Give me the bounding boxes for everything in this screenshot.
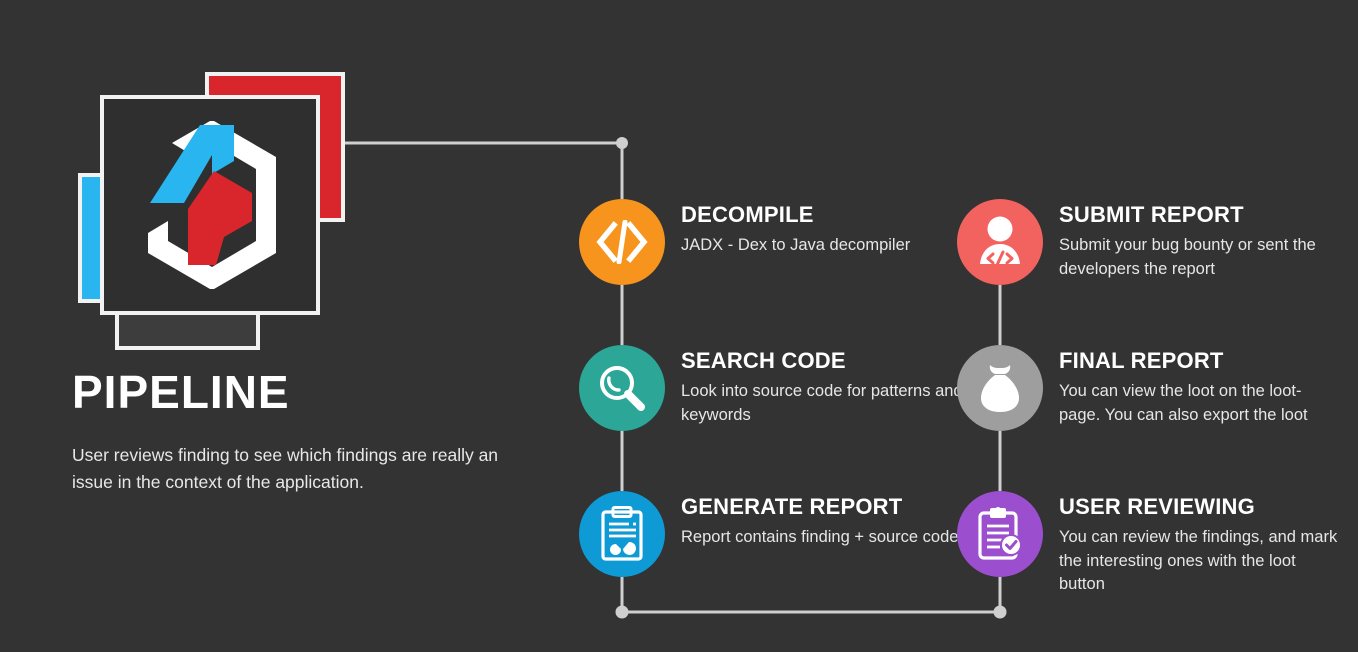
step-submit-report-title: SUBMIT REPORT — [1059, 202, 1244, 227]
headline-block: PIPELINE User reviews finding to see whi… — [72, 368, 542, 495]
step-generate-report[interactable]: GENERATE REPORT Report contains finding … — [579, 491, 981, 577]
connector-dot-bottom-left — [615, 605, 629, 619]
step-submit-report-desc: Submit your bug bounty or sent the devel… — [1059, 236, 1316, 278]
logo-card-main — [100, 95, 320, 315]
logo-card-stack — [60, 60, 360, 350]
step-generate-report-bubble[interactable] — [579, 491, 665, 577]
step-decompile-text: DECOMPILE JADX - Dex to Java decompiler — [681, 199, 981, 258]
step-user-reviewing-bubble[interactable] — [957, 491, 1043, 577]
step-search-code-bubble[interactable] — [579, 345, 665, 431]
page-description: User reviews finding to see which findin… — [72, 445, 499, 492]
step-generate-report-text: GENERATE REPORT Report contains finding … — [681, 491, 981, 550]
step-user-reviewing-text: USER REVIEWING You can review the findin… — [1059, 491, 1339, 596]
step-submit-report-bubble[interactable] — [957, 199, 1043, 285]
page-title: PIPELINE — [72, 366, 290, 418]
step-final-report-text: FINAL REPORT You can view the loot on th… — [1059, 345, 1339, 427]
connector-dot-bottom-right — [993, 605, 1007, 619]
step-submit-report[interactable]: SUBMIT REPORT Submit your bug bounty or … — [957, 199, 1339, 285]
step-search-code-text: SEARCH CODE Look into source code for pa… — [681, 345, 981, 427]
connector-dot-top — [616, 137, 628, 149]
code-brackets-icon — [596, 220, 648, 264]
clipboard-chart-icon — [601, 506, 643, 561]
user-code-icon — [980, 216, 1020, 267]
step-decompile[interactable]: DECOMPILE JADX - Dex to Java decompiler — [579, 199, 981, 285]
logo-card-grey — [115, 310, 260, 350]
step-search-code-desc: Look into source code for patterns and k… — [681, 382, 963, 424]
app-logo-hexagon-icon — [148, 121, 276, 289]
step-search-code[interactable]: SEARCH CODE Look into source code for pa… — [579, 345, 981, 431]
step-user-reviewing-desc: You can review the findings, and mark th… — [1059, 528, 1338, 594]
money-bag-icon — [981, 365, 1019, 412]
step-final-report-desc: You can view the loot on the loot-page. … — [1059, 382, 1308, 424]
step-generate-report-title: GENERATE REPORT — [681, 494, 903, 519]
step-user-reviewing[interactable]: USER REVIEWING You can review the findin… — [957, 491, 1339, 596]
step-generate-report-desc: Report contains finding + source code — [681, 528, 959, 547]
step-decompile-desc: JADX - Dex to Java decompiler — [681, 236, 911, 255]
step-final-report[interactable]: FINAL REPORT You can view the loot on th… — [957, 345, 1339, 431]
magnifier-icon — [600, 366, 645, 411]
step-user-reviewing-title: USER REVIEWING — [1059, 494, 1255, 519]
step-decompile-title: DECOMPILE — [681, 202, 814, 227]
step-final-report-title: FINAL REPORT — [1059, 348, 1224, 373]
step-decompile-bubble[interactable] — [579, 199, 665, 285]
step-submit-report-text: SUBMIT REPORT Submit your bug bounty or … — [1059, 199, 1339, 281]
step-search-code-title: SEARCH CODE — [681, 348, 846, 373]
step-final-report-bubble[interactable] — [957, 345, 1043, 431]
clipboard-check-icon — [978, 507, 1022, 560]
